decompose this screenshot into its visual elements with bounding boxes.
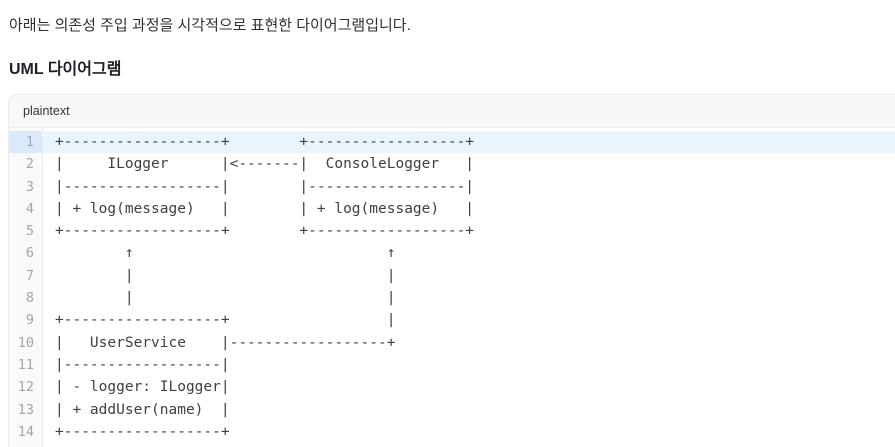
code-line: |------------------| [55, 356, 230, 373]
code-line-row: 11 |------------------| [9, 354, 895, 376]
line-number: 6 [25, 245, 34, 262]
code-block-header: plaintext [9, 95, 895, 128]
line-number: 9 [25, 312, 34, 329]
code-line-row-highlighted: 1 +------------------+ +-----------------… [9, 131, 895, 154]
language-label: plaintext [23, 104, 70, 118]
code-line-row: 13 | + addUser(name) | [9, 399, 895, 421]
code-line: | ILogger |<-------| ConsoleLogger | [55, 156, 475, 173]
code-line: |------------------| |------------------… [55, 178, 475, 195]
code-line: ↑ ↑ [55, 245, 396, 262]
code-line: | | [55, 290, 396, 307]
line-number: 11 [17, 356, 34, 373]
code-line-row: 2 | ILogger |<-------| ConsoleLogger | [9, 153, 895, 175]
line-number: 10 [17, 334, 34, 351]
code-line: | + addUser(name) | [55, 401, 230, 418]
code-line-row: 9 +------------------+ | [9, 309, 895, 331]
code-body: 1 +------------------+ +-----------------… [9, 128, 895, 447]
page: 아래는 의존성 주입 과정을 시각적으로 표현한 다이어그램입니다. UML 다… [0, 16, 895, 447]
line-number: 2 [25, 156, 34, 173]
code-line: | UserService |------------------+ [55, 334, 396, 351]
code-lines: 1 +------------------+ +-----------------… [9, 131, 895, 443]
code-line: | + log(message) | | + log(message) | [55, 200, 475, 217]
code-line-row: 5 +------------------+ +-----------------… [9, 220, 895, 242]
line-number: 8 [25, 290, 34, 307]
code-line-row: 12 | - logger: ILogger| [9, 376, 895, 398]
code-block: plaintext 1 +------------------+ +-------… [8, 94, 895, 447]
page-heading: UML 다이어그램 [9, 61, 122, 78]
code-line-row: 4 | + log(message) | | + log(message) | [9, 198, 895, 220]
line-number: 4 [25, 200, 34, 217]
code-line: +------------------+ +------------------… [55, 223, 475, 240]
code-line-row: 10 | UserService |------------------+ [9, 332, 895, 354]
line-number: 12 [17, 379, 34, 396]
code-line-row: 8 | | [9, 287, 895, 309]
code-line: +------------------+ [55, 423, 230, 440]
code-line: | | [55, 267, 396, 284]
line-number: 1 [9, 131, 42, 154]
code-line-row: 14 +------------------+ [9, 421, 895, 443]
code-line: +------------------+ | [55, 312, 396, 329]
intro-text: 아래는 의존성 주입 과정을 시각적으로 표현한 다이어그램입니다. [9, 17, 411, 34]
code-line: +------------------+ +------------------… [55, 134, 475, 150]
code-line-row: 7 | | [9, 265, 895, 287]
line-number: 7 [25, 267, 34, 284]
line-number: 14 [17, 423, 34, 440]
code-line-row: 6 ↑ ↑ [9, 242, 895, 264]
code-line-row: 3 |------------------| |-----------------… [9, 176, 895, 198]
line-number: 13 [17, 401, 34, 418]
line-number: 3 [25, 178, 34, 195]
code-line: | - logger: ILogger| [55, 379, 230, 396]
line-number: 5 [25, 223, 34, 240]
